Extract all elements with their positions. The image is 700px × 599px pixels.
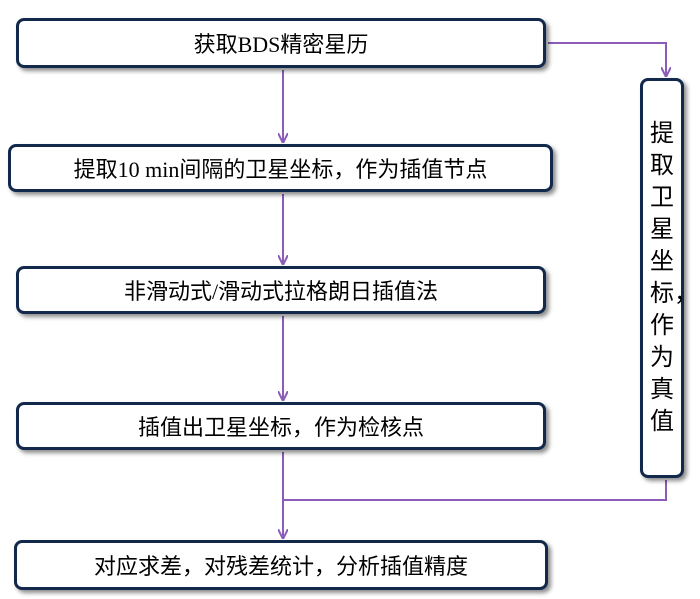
step-get-ephemeris: 获取BDS精密星历 — [16, 18, 546, 68]
step-lagrange-interpolation: 非滑动式/滑动式拉格朗日插值法 — [16, 266, 546, 314]
step-difference-analysis: 对应求差，对残差统计，分析插值精度 — [14, 540, 548, 590]
side-extract-true-values-label: 提取卫星坐标，作为真值 — [650, 121, 698, 435]
step-interpolate-checkpoints-label: 插值出卫星坐标，作为检核点 — [137, 415, 424, 440]
step-extract-nodes: 提取10 min间隔的卫星坐标，作为插值节点 — [8, 144, 553, 192]
step-lagrange-interpolation-label: 非滑动式/滑动式拉格朗日插值法 — [123, 279, 439, 304]
side-extract-true-values: 提取卫星坐标，作为真值 — [640, 78, 698, 478]
connector-side-to-merge — [283, 480, 667, 501]
step-difference-analysis-label: 对应求差，对残差统计，分析插值精度 — [93, 554, 468, 579]
step-extract-nodes-label: 提取10 min间隔的卫星坐标，作为插值节点 — [73, 157, 488, 182]
step-get-ephemeris-label: 获取BDS精密星历 — [193, 32, 369, 57]
step-interpolate-checkpoints: 插值出卫星坐标，作为检核点 — [16, 402, 546, 450]
arrow-step1-to-side — [548, 42, 666, 75]
